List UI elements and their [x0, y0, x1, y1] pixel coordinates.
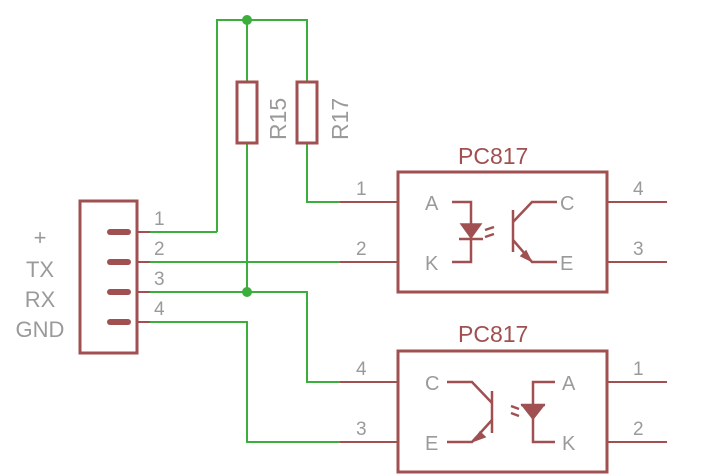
optocoupler-top-cathode-label: K	[425, 253, 439, 275]
optocoupler-top-collector-label: C	[560, 193, 574, 215]
connector-pin-number: 1	[154, 209, 165, 230]
connector-pin-number: 2	[154, 239, 165, 260]
optocoupler-top: PC817 1 2 4 3 A K C E	[340, 143, 667, 294]
wires	[150, 15, 340, 443]
junction-top	[242, 15, 252, 25]
optocoupler-top-phototransistor-icon	[511, 200, 557, 264]
optocoupler-bottom-body	[396, 349, 609, 474]
wire-r17-opto-anode	[306, 143, 340, 203]
optocoupler-bottom-collector-label: C	[425, 373, 439, 395]
optocoupler-top-part-label: PC817	[458, 143, 528, 169]
optocoupler-bottom-pin-number: 4	[356, 359, 367, 380]
connector-pin-number: 3	[154, 269, 165, 290]
optocoupler-top-anode-label: A	[425, 193, 439, 215]
optocoupler-top-led-icon	[452, 200, 495, 264]
resistor-r17: R17	[295, 80, 353, 145]
connector-pin-number: 4	[154, 299, 165, 320]
resistor-r17-label: R17	[327, 98, 353, 140]
signal-label-gnd: GND	[16, 317, 65, 342]
resistor-r15: R15	[235, 80, 291, 145]
signal-label-rx: RX	[25, 287, 56, 312]
optocoupler-top-pin-number: 3	[633, 239, 644, 260]
optocoupler-top-pin-number: 1	[356, 179, 367, 200]
optocoupler-top-pin-number: 2	[356, 239, 367, 260]
optocoupler-bottom-part-label: PC817	[458, 321, 528, 347]
optocoupler-bottom-cathode-label: K	[562, 433, 576, 455]
optocoupler-bottom-led-icon	[510, 380, 555, 444]
optocoupler-top-pin-number: 4	[633, 179, 644, 200]
optocoupler-bottom-emitter-label: E	[425, 433, 438, 455]
resistor-r15-label: R15	[265, 98, 291, 140]
optocoupler-bottom-pin-number: 2	[633, 419, 644, 440]
wire-gnd	[150, 321, 340, 443]
optocoupler-bottom-anode-label: A	[562, 373, 576, 395]
signal-label-tx: TX	[26, 257, 54, 282]
optocoupler-bottom-phototransistor-icon	[447, 380, 494, 444]
optocoupler-top-body	[396, 170, 609, 294]
connector-body	[78, 199, 139, 355]
optocoupler-top-emitter-label: E	[560, 253, 573, 275]
signal-label-vcc: +	[34, 225, 47, 250]
optocoupler-bottom-pin-number: 3	[356, 419, 367, 440]
wire-vcc	[216, 19, 308, 232]
resistor-r15-body	[235, 80, 259, 145]
resistor-r17-body	[295, 80, 319, 145]
optocoupler-bottom: PC817 4 3 1 2 C E A K	[340, 321, 667, 474]
wire-rx	[150, 291, 340, 383]
junction-rx	[242, 287, 252, 297]
connector: 1 2 3 4 + TX RX GND	[16, 199, 165, 355]
optocoupler-bottom-pin-number: 1	[633, 359, 644, 380]
